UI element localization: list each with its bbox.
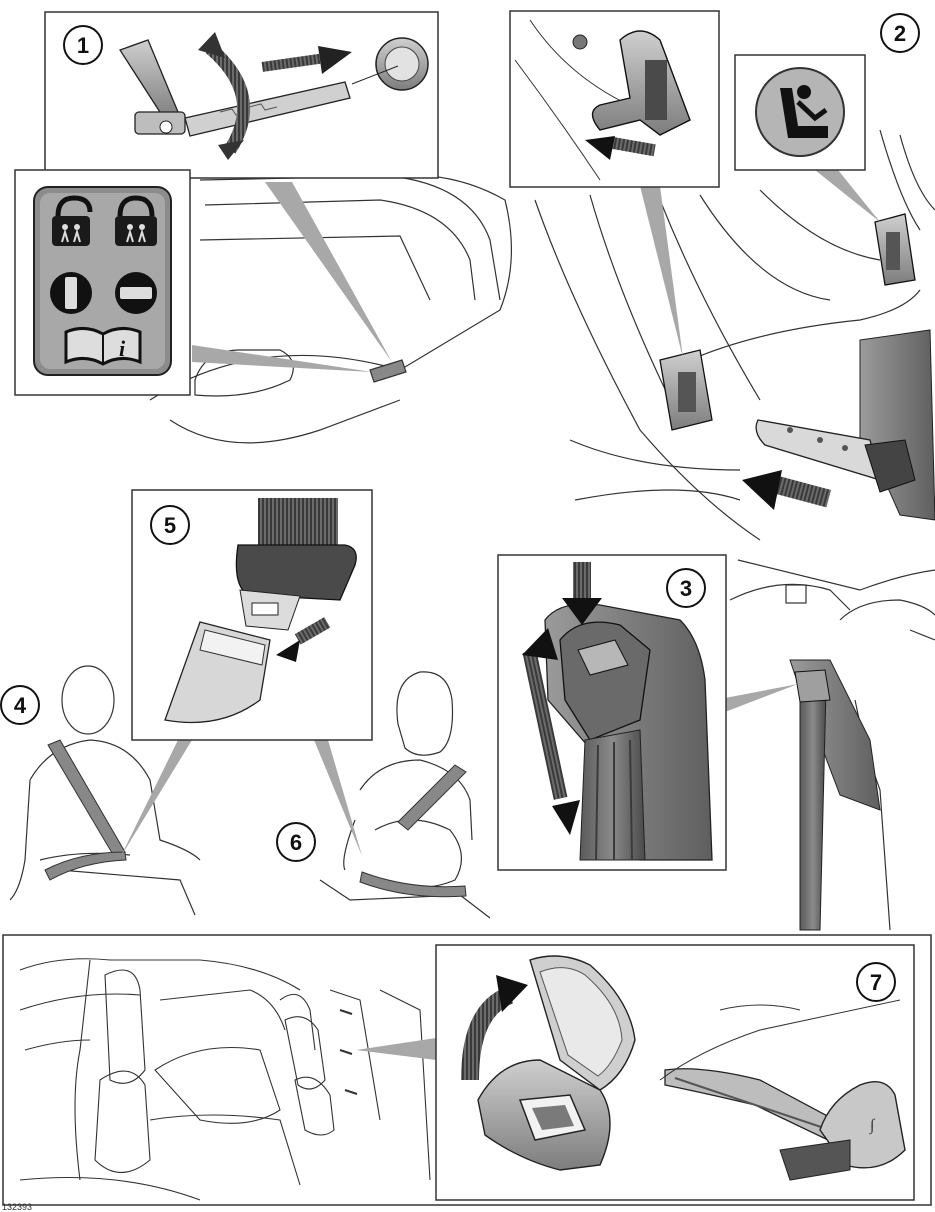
svg-text:4: 4 <box>14 693 27 718</box>
isofix-arm <box>755 419 881 481</box>
pointer-wedge <box>120 740 192 858</box>
rotate-arrow-head <box>198 32 225 58</box>
svg-text:i: i <box>119 336 126 361</box>
svg-text:∫: ∫ <box>869 1117 876 1135</box>
pointer-wedge <box>192 345 372 372</box>
rear-door-outline <box>149 175 513 444</box>
svg-text:5: 5 <box>164 513 176 538</box>
svg-text:2: 2 <box>894 21 906 46</box>
rotate-arrow-head <box>218 140 244 160</box>
svg-text:3: 3 <box>680 576 692 601</box>
child-lock-label-panel: i <box>14 169 191 396</box>
insert-arrow <box>742 470 832 510</box>
buckle-panel: 5 <box>131 489 373 741</box>
svg-text:6: 6 <box>290 830 302 855</box>
anchor-detail-panel <box>509 10 720 188</box>
child-seat-base <box>859 329 935 521</box>
pointer-wedge <box>356 1038 436 1060</box>
tether-detail-panel: ∫ 7 <box>435 944 915 1201</box>
insert-arrow <box>261 46 352 74</box>
section-tether-anchor: ∫ 7 <box>2 934 932 1206</box>
lock-barrel <box>351 37 429 91</box>
isofix-anchor-left <box>659 349 713 431</box>
svg-text:1: 1 <box>77 33 89 58</box>
callout-1: 1 <box>63 25 103 65</box>
pointer-wedge <box>265 182 392 362</box>
isofix-symbol-panel <box>734 54 866 171</box>
key-illustration <box>119 39 351 137</box>
section-belt-height-adjuster: 3 <box>497 554 935 931</box>
section-child-lock: 1 <box>14 11 513 444</box>
seat-belt-diagonal <box>47 739 126 859</box>
seated-pregnant-figure <box>319 671 491 919</box>
child-lock-locked-icon <box>115 195 157 246</box>
belt-anchor-small <box>794 669 831 703</box>
slot-vertical-icon <box>50 272 92 314</box>
pointer-wedge <box>815 170 880 222</box>
callout-3: 3 <box>666 568 706 608</box>
pointer-wedge <box>314 740 362 856</box>
section-isofix: 2 <box>509 10 935 541</box>
seat-belt-diagonal <box>397 764 467 831</box>
callout-2: 2 <box>880 13 920 53</box>
slot-horizontal-icon <box>115 272 157 314</box>
reference-code: 132393 <box>2 1202 32 1212</box>
pointer-wedge <box>725 684 798 712</box>
isofix-anchor-right <box>874 213 916 286</box>
callout-7: 7 <box>856 962 896 1002</box>
callout-4: 4 <box>0 685 40 725</box>
seat-belt-webbing <box>799 689 827 931</box>
key-panel: 1 <box>44 11 439 179</box>
section-wearing-seat-belt: 5 4 6 <box>0 489 491 919</box>
adjuster-detail-panel: 3 <box>497 554 727 871</box>
rotate-arrow <box>205 43 251 154</box>
rear-seat-outline <box>534 129 935 541</box>
child-lock-unlocked-icon <box>52 195 93 246</box>
svg-text:7: 7 <box>870 970 882 995</box>
b-pillar-outline <box>729 559 935 931</box>
handbook-info-icon: i <box>64 327 142 366</box>
pointer-wedge <box>640 186 683 358</box>
cabin-outline <box>19 958 431 1201</box>
seat-belt-lap <box>359 871 467 898</box>
callout-5: 5 <box>150 505 190 545</box>
callout-6: 6 <box>276 822 316 862</box>
isofix-child-seat-icon <box>755 67 845 157</box>
seat-belt-lap <box>44 851 127 881</box>
